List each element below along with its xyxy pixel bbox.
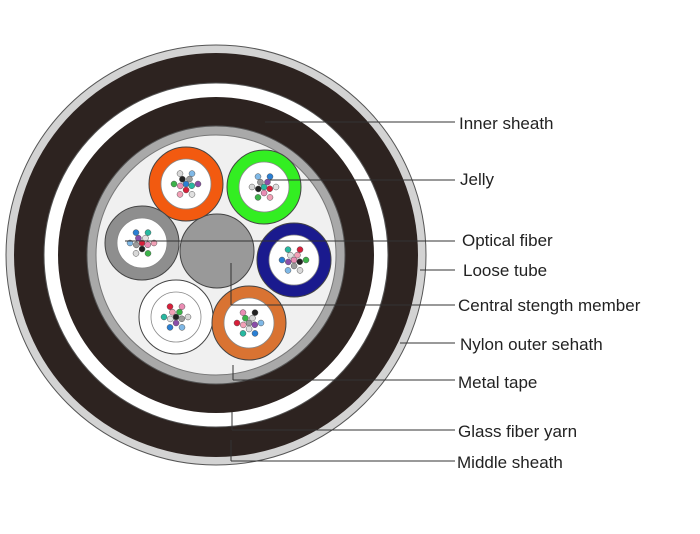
optical-fiber-dot bbox=[254, 194, 262, 201]
optical-fiber-dot bbox=[144, 241, 151, 249]
optical-fiber-dot bbox=[260, 189, 268, 197]
optical-fiber-dot bbox=[272, 183, 280, 191]
optical-fiber-dot bbox=[170, 180, 178, 188]
optical-fiber-dot bbox=[132, 229, 140, 236]
optical-fiber-dot bbox=[239, 309, 247, 316]
optical-fiber-dot bbox=[188, 191, 196, 198]
optical-fiber-dot bbox=[251, 330, 259, 337]
optical-fiber-dot bbox=[178, 303, 186, 310]
optical-fiber-dot bbox=[132, 250, 140, 257]
optical-fiber-dot bbox=[257, 319, 265, 327]
label-nylon-outer-sheath: Nylon outer sehath bbox=[460, 335, 603, 354]
optical-fiber-dot bbox=[144, 250, 152, 257]
optical-fiber-dot bbox=[251, 309, 259, 316]
optical-fiber-dot bbox=[284, 246, 292, 253]
optical-fiber-dot bbox=[144, 229, 152, 236]
label-central-strength-member: Central stength member bbox=[458, 296, 641, 315]
optical-fiber-dot bbox=[239, 330, 247, 337]
optical-fiber-dot bbox=[266, 173, 274, 180]
optical-fiber-dot bbox=[249, 314, 256, 322]
optical-fiber-dot bbox=[166, 324, 174, 331]
optical-fiber-dot bbox=[266, 194, 274, 201]
optical-fiber-dot bbox=[285, 258, 292, 266]
optical-fiber-dot bbox=[160, 313, 168, 321]
optical-fiber-dot bbox=[266, 185, 273, 193]
optical-fiber-dot bbox=[254, 173, 262, 180]
label-glass-fiber-yarn: Glass fiber yarn bbox=[458, 422, 578, 441]
optical-fiber-dot bbox=[255, 185, 262, 193]
optical-fiber-dot bbox=[188, 170, 196, 177]
label-inner-sheath: Inner sheath bbox=[459, 114, 554, 133]
optical-fiber-dot bbox=[290, 262, 298, 270]
optical-fiber-dot bbox=[176, 170, 184, 177]
optical-fiber-dot bbox=[135, 234, 142, 242]
optical-fiber-dot bbox=[296, 246, 304, 253]
optical-fiber-dot bbox=[138, 245, 146, 253]
optical-fiber-dot bbox=[188, 182, 195, 190]
optical-fiber-dot bbox=[178, 315, 185, 323]
label-jelly: Jelly bbox=[460, 170, 495, 189]
optical-fiber-dot bbox=[142, 234, 149, 242]
optical-fiber-dot bbox=[264, 178, 271, 186]
label-middle-sheath: Middle sheath bbox=[457, 453, 563, 472]
optical-fiber-dot bbox=[294, 251, 301, 259]
optical-fiber-dot bbox=[133, 241, 140, 249]
optical-fiber-dot bbox=[257, 178, 264, 186]
optical-fiber-dot bbox=[284, 267, 292, 274]
optical-fiber-dot bbox=[184, 313, 192, 321]
optical-fiber-dot bbox=[194, 180, 202, 188]
optical-fiber-dot bbox=[182, 186, 190, 194]
optical-fiber-dot bbox=[178, 324, 186, 331]
optical-fiber-dot bbox=[233, 319, 241, 327]
optical-fiber-dot bbox=[240, 321, 247, 329]
optical-fiber-dot bbox=[166, 303, 174, 310]
optical-fiber-dot bbox=[287, 251, 294, 259]
optical-fiber-dot bbox=[302, 256, 310, 264]
central-strength-member bbox=[179, 213, 255, 289]
optical-fiber-dot bbox=[177, 182, 184, 190]
optical-fiber-dot bbox=[179, 175, 186, 183]
optical-fiber-dot bbox=[176, 191, 184, 198]
optical-fiber-dot bbox=[186, 175, 193, 183]
optical-fiber-dot bbox=[296, 267, 304, 274]
optical-fiber-dot bbox=[248, 183, 256, 191]
optical-fiber-dot bbox=[169, 308, 176, 316]
optical-fiber-dot bbox=[176, 308, 183, 316]
optical-fiber-dot bbox=[278, 256, 286, 264]
label-metal-tape: Metal tape bbox=[458, 373, 538, 392]
optical-fiber-dot bbox=[242, 314, 249, 322]
optical-fiber-dot bbox=[172, 319, 180, 327]
optical-fiber-dot bbox=[245, 325, 253, 333]
optical-fiber-dot bbox=[251, 321, 258, 329]
label-loose-tube: Loose tube bbox=[463, 261, 548, 280]
label-optical-fiber: Optical fiber bbox=[462, 231, 553, 250]
optical-fiber-dot bbox=[167, 315, 174, 323]
optical-fiber-dot bbox=[296, 258, 303, 266]
